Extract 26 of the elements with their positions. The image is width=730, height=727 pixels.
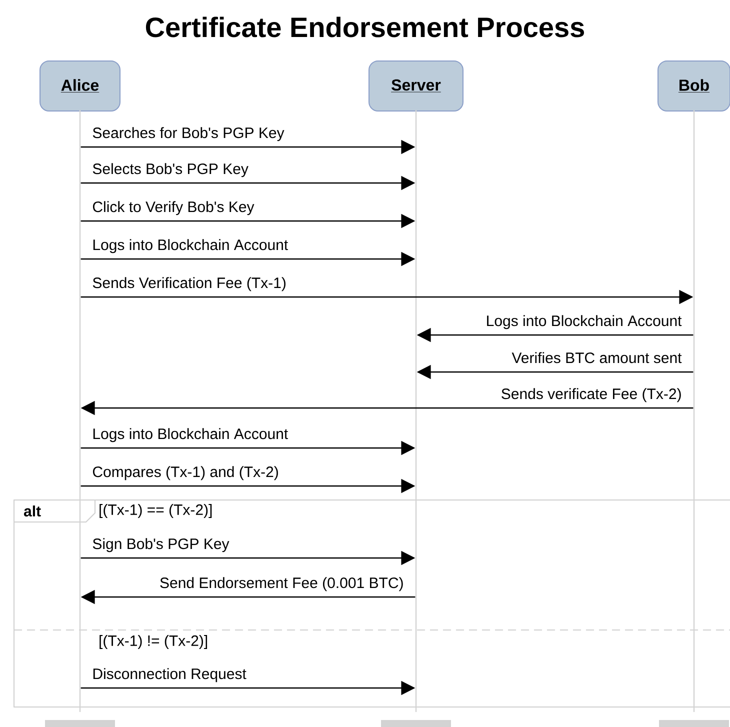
participant-box: Bob <box>658 60 730 112</box>
edge-label: Searches for Bob's PGP Key <box>92 127 284 142</box>
edge-label: Sign Bob's PGP Key <box>92 538 230 552</box>
title: Certificate Endorsement Process <box>146 16 584 38</box>
edge-label: Compares (Tx-1) and (Tx-2) <box>92 466 278 480</box>
lifeline <box>693 110 695 712</box>
lifeline-end-box <box>381 720 451 727</box>
lifeline-end-box <box>659 720 729 727</box>
edge-label: Selects Bob's PGP Key <box>92 163 248 178</box>
lifeline <box>79 110 81 712</box>
edge-label: Sends Verification Fee (Tx-1) <box>92 277 286 292</box>
lifeline-end-box <box>45 720 115 727</box>
edge-label: Verifies BTC amount sent <box>512 352 682 364</box>
edge-label: Logs into Blockchain Account <box>487 315 682 330</box>
participant-box: Server <box>368 60 464 112</box>
guard-condition: [(Tx-1) != (Tx-2)] <box>100 635 208 649</box>
edge-label: Click to Verify Bob's Key <box>92 201 254 216</box>
edge-label: Logs into Blockchain Account <box>93 428 288 442</box>
edge-label: Send Endorsement Fee (0.001 BTC) <box>160 577 403 592</box>
fragment-label: alt <box>24 505 41 516</box>
guard-condition: [(Tx-1) == (Tx-2)] <box>100 504 212 518</box>
edge-label: Logs into Blockchain Account <box>93 239 288 254</box>
participant-box: Alice <box>40 60 120 112</box>
lifeline <box>415 110 417 712</box>
edge-label: Sends verificate Fee (Tx-2) <box>502 388 681 402</box>
edge-label: Disconnection Request <box>93 668 246 682</box>
